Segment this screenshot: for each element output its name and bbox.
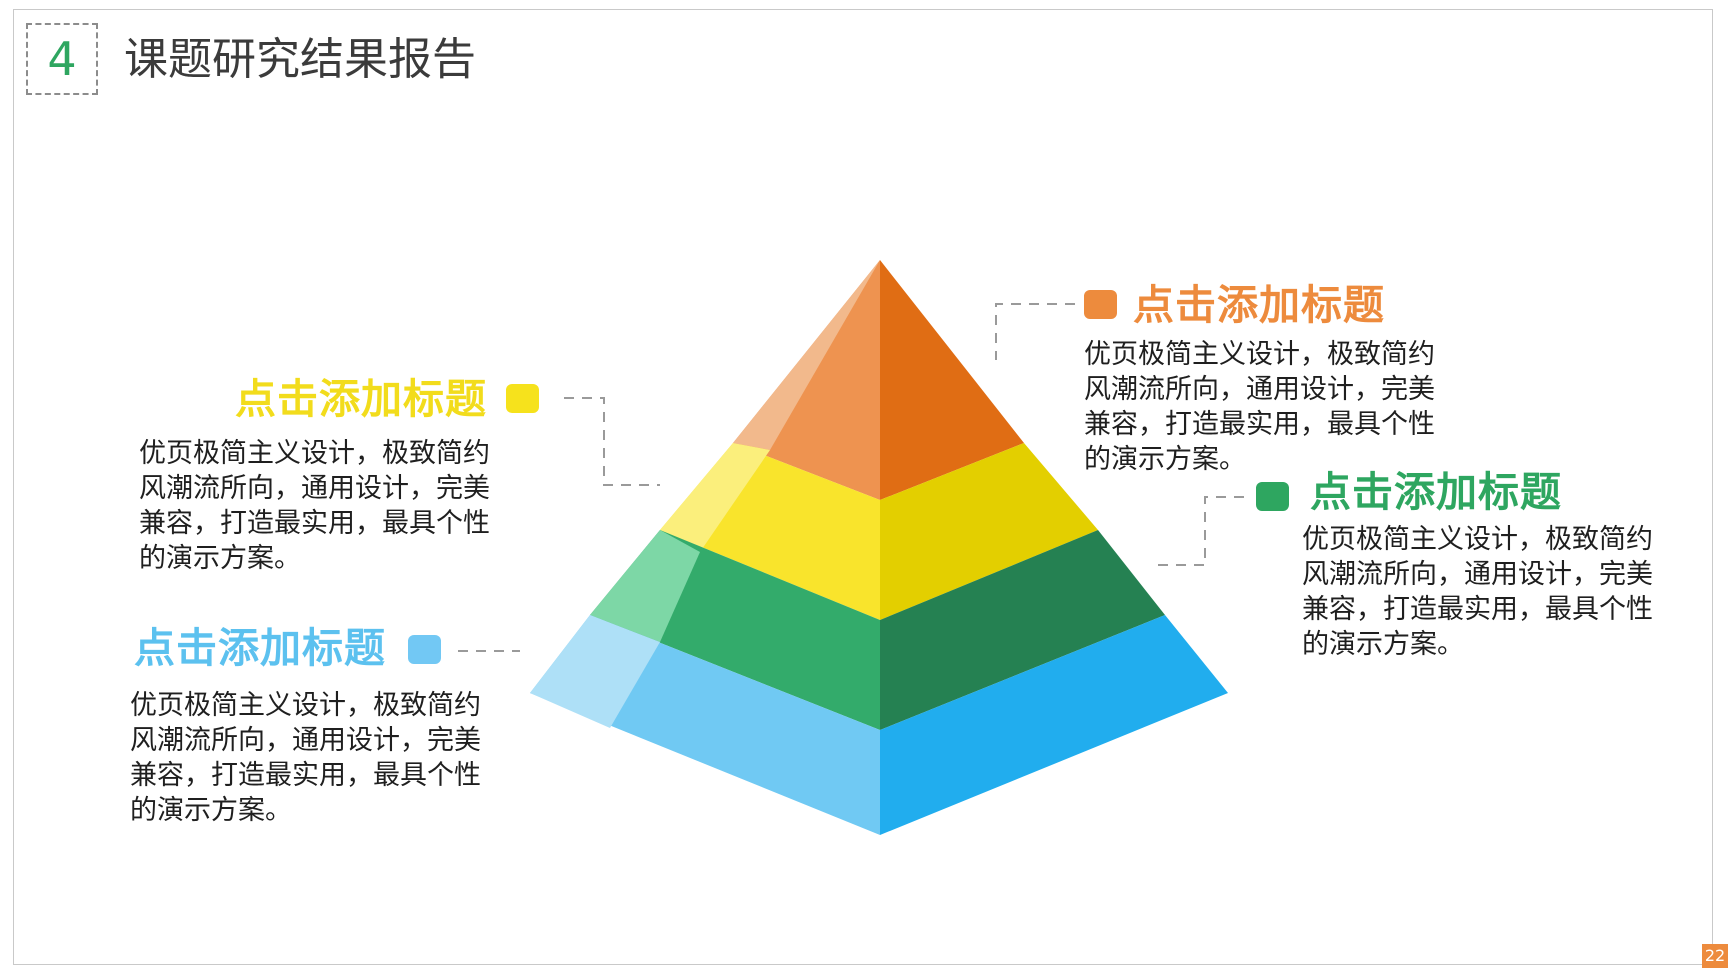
callout-blue-line: 兼容，打造最实用，最具个性 — [130, 760, 481, 791]
pyramid-layer-orange-left-highlight — [733, 260, 880, 450]
callout-green-line: 风潮流所向，通用设计，完美 — [1302, 559, 1653, 590]
callout-blue-line: 风潮流所向，通用设计，完美 — [130, 725, 481, 756]
connector-yellow — [564, 397, 660, 486]
callout-orange-line: 风潮流所向，通用设计，完美 — [1084, 374, 1435, 405]
callout-orange-line: 优页极简主义设计，极致简约 — [1084, 339, 1435, 370]
pyramid-layer-yellow-left-highlight — [660, 443, 770, 552]
pyramid-layer-green-right — [880, 530, 1165, 730]
pyramid-layer-green-left-highlight — [590, 530, 700, 642]
pyramid-layer-yellow-right — [880, 443, 1098, 620]
connector-green — [1150, 496, 1244, 566]
callout-orange-line: 的演示方案。 — [1084, 444, 1246, 475]
callout-blue-marker — [408, 635, 441, 664]
callout-green-line: 的演示方案。 — [1302, 629, 1464, 660]
callout-yellow-title[interactable]: 点击添加标题 — [235, 375, 487, 423]
callout-orange-marker — [1084, 290, 1117, 319]
callout-yellow-marker — [506, 384, 539, 413]
section-number: 4 — [47, 32, 77, 86]
slide-frame — [13, 9, 1713, 965]
callout-green-line: 兼容，打造最实用，最具个性 — [1302, 594, 1653, 625]
callout-blue-text[interactable]: 优页极简主义设计，极致简约 风潮流所向，通用设计，完美 兼容，打造最实用，最具个… — [130, 688, 520, 828]
connector-orange — [995, 303, 1075, 360]
callout-orange-line: 兼容，打造最实用，最具个性 — [1084, 409, 1435, 440]
callout-yellow-text[interactable]: 优页极简主义设计，极致简约 风潮流所向，通用设计，完美 兼容，打造最实用，最具个… — [139, 436, 529, 576]
callout-green-marker — [1256, 482, 1289, 511]
page-number: 22 — [1702, 944, 1728, 968]
callout-green-line: 优页极简主义设计，极致简约 — [1302, 524, 1653, 555]
callout-blue-line: 的演示方案。 — [130, 795, 292, 826]
callout-green-title[interactable]: 点击添加标题 — [1310, 468, 1562, 516]
callout-blue-title[interactable]: 点击添加标题 — [134, 624, 386, 672]
callout-orange-text[interactable]: 优页极简主义设计，极致简约 风潮流所向，通用设计，完美 兼容，打造最实用，最具个… — [1084, 337, 1474, 477]
callout-yellow-line: 的演示方案。 — [139, 543, 301, 574]
pyramid-layer-blue-left-highlight — [530, 615, 660, 728]
section-number-badge: 4 — [26, 23, 98, 95]
callout-yellow-line: 兼容，打造最实用，最具个性 — [139, 508, 490, 539]
pyramid-layer-blue-right — [880, 615, 1228, 835]
callout-blue-line: 优页极简主义设计，极致简约 — [130, 690, 481, 721]
page-title: 课题研究结果报告 — [124, 34, 476, 85]
callout-yellow-line: 优页极简主义设计，极致简约 — [139, 438, 490, 469]
callout-orange-title[interactable]: 点击添加标题 — [1133, 281, 1385, 329]
callout-yellow-line: 风潮流所向，通用设计，完美 — [139, 473, 490, 504]
pyramid-layer-orange-right — [880, 260, 1024, 500]
callout-green-text[interactable]: 优页极简主义设计，极致简约 风潮流所向，通用设计，完美 兼容，打造最实用，最具个… — [1302, 522, 1692, 662]
